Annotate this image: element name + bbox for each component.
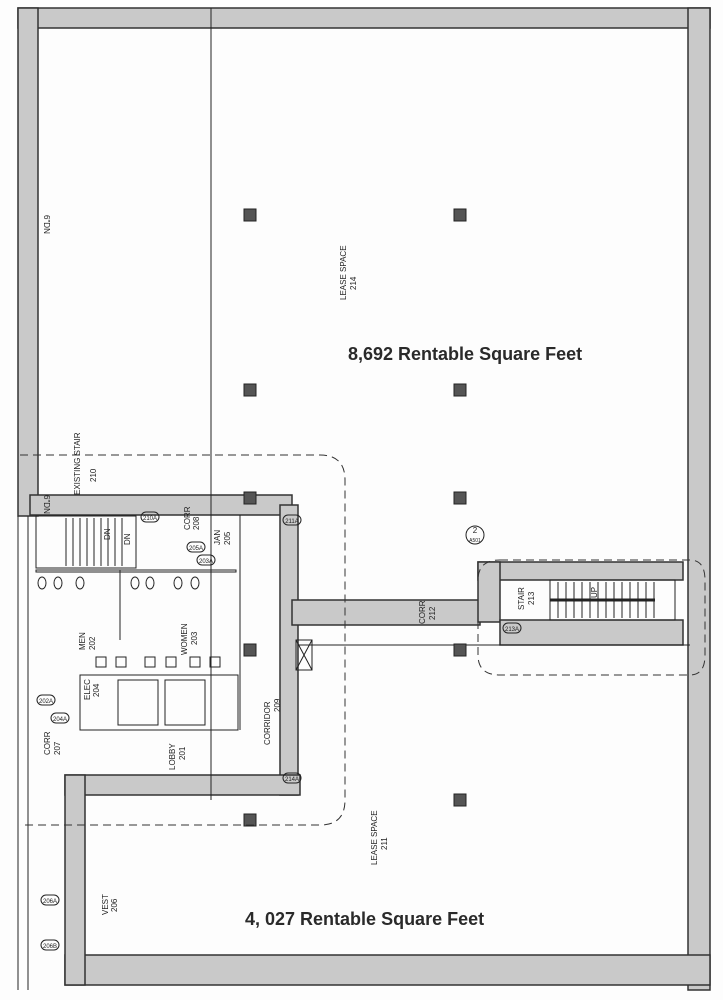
room-jan-name: JAN: [213, 530, 222, 545]
door-tag: [282, 514, 302, 526]
door-tag-label: 203A: [199, 559, 213, 565]
door-tag-label: 206B: [43, 944, 57, 950]
toilet: [130, 576, 140, 590]
door-tag: [282, 772, 302, 784]
existing-stair: [35, 515, 137, 569]
room-elec-num: 204: [92, 683, 101, 697]
room-corridor-num: 209: [273, 698, 282, 712]
room-stair-213-name: STAIR: [517, 587, 526, 610]
toilet: [190, 576, 200, 590]
sink: [115, 656, 127, 668]
exterior-walls: [17, 7, 711, 991]
stair-up-label: UP: [590, 587, 599, 598]
room-vest-name: VEST: [101, 894, 110, 915]
lower-area-label: 4, 027 Rentable Square Feet: [245, 909, 484, 929]
stair-boundary: [477, 559, 706, 676]
room-corr-212-name: CORR: [418, 600, 427, 624]
column: [243, 491, 257, 505]
toilet: [37, 576, 47, 590]
room-women-num: 203: [190, 631, 199, 645]
column: [453, 793, 467, 807]
toilet: [53, 576, 63, 590]
sink: [165, 656, 177, 668]
toilet: [75, 576, 85, 590]
room-stair-210-name: EXISTING STAIR: [73, 432, 82, 495]
stair-dn-label: DN: [103, 528, 112, 540]
lease-boundary: [20, 454, 346, 826]
column: [243, 383, 257, 397]
door-tag-label: 210A: [143, 516, 157, 522]
structural-columns: [243, 208, 467, 827]
room-men-num: 202: [88, 636, 97, 650]
room-elec-name: ELEC: [83, 679, 92, 700]
room-corr-212-num: 212: [428, 606, 437, 620]
door-tag-label: 205A: [189, 546, 203, 552]
column: [243, 208, 257, 222]
section-sheet: A501: [469, 538, 481, 544]
door-tag: [196, 554, 216, 566]
room-stair-210-num: 210: [89, 468, 98, 482]
door-tag: [36, 694, 56, 706]
room-corr-208-name: CORR: [183, 506, 192, 530]
column: [243, 813, 257, 827]
room-men-name: MEN: [78, 632, 87, 650]
interior-walls: [29, 494, 690, 986]
room-lobby-num: 201: [178, 746, 187, 760]
room-lease-211-name: LEASE SPACE: [370, 810, 379, 865]
door-tag: [140, 511, 160, 523]
upper-area-label: 8,692 Rentable Square Feet: [348, 344, 582, 364]
room-corr-207-name: CORR: [43, 731, 52, 755]
door-tag-label: 204A: [53, 717, 67, 723]
door-tag-label: 211A: [285, 519, 299, 525]
column: [453, 643, 467, 657]
section-marker-icon: [465, 525, 485, 545]
door-tag-label: 213A: [505, 627, 519, 633]
room-lobby-name: LOBBY: [168, 743, 177, 770]
room-corr-208-num: 208: [192, 516, 201, 530]
column: [453, 208, 467, 222]
door-tag: [50, 712, 70, 724]
room-lease-214-num: 214: [349, 276, 358, 290]
column: [453, 491, 467, 505]
door-tag-label: 206A: [43, 899, 57, 905]
section-number: 2: [473, 526, 478, 535]
room-stair-213-num: 213: [527, 591, 536, 605]
door-tag: [40, 894, 60, 906]
room-vest-num: 206: [110, 898, 119, 912]
door-tag-label: 214A: [285, 777, 299, 783]
door-tag: [40, 939, 60, 951]
toilet: [145, 576, 155, 590]
stair-213: [549, 579, 676, 621]
room-corr-207-num: 207: [53, 741, 62, 755]
door-tag: [186, 541, 206, 553]
room-women-name: WOMEN: [180, 623, 189, 655]
elevation-note: 6"DN: [42, 495, 51, 514]
toilet: [173, 576, 183, 590]
sink: [189, 656, 201, 668]
plumbing-fixtures: [37, 576, 221, 668]
sink: [95, 656, 107, 668]
stair-dn-label-2: DN: [123, 533, 132, 545]
door-tag: [502, 622, 522, 634]
room-lease-211-num: 211: [380, 837, 389, 850]
door-tag-label: 202A: [39, 699, 53, 705]
column: [243, 643, 257, 657]
elevation-note-2: 6"DN: [42, 215, 51, 234]
room-jan-num: 205: [223, 531, 232, 545]
room-corridor-name: CORRIDOR: [263, 701, 272, 745]
sink: [144, 656, 156, 668]
room-lease-214-name: LEASE SPACE: [339, 245, 348, 300]
sink: [209, 656, 221, 668]
column: [453, 383, 467, 397]
